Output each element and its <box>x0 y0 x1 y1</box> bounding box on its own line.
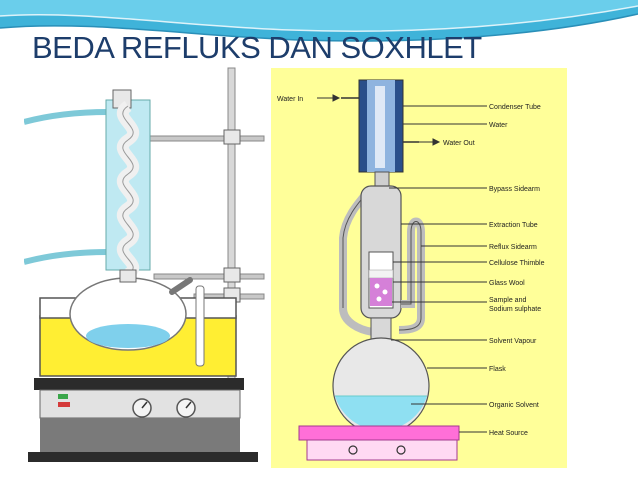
slide-title: BEDA REFLUKS DAN SOXHLET <box>32 30 482 65</box>
label-sample-line2: Sodium sulphate <box>489 306 541 313</box>
sample-sodium-sulphate <box>370 278 392 306</box>
label-cellulose-thimble: Cellulose Thimble <box>489 260 545 267</box>
label-heat-source: Heat Source <box>489 430 528 437</box>
header-wave-decoration <box>0 0 638 42</box>
label-condenser-tube: Condenser Tube <box>489 104 541 111</box>
label-sample-line1: Sample and <box>489 297 526 304</box>
label-solvent-vapour: Solvent Vapour <box>489 338 537 345</box>
label-glass-wool: Glass Wool <box>489 280 525 287</box>
label-water: Water <box>489 122 508 129</box>
label-extraction-tube: Extraction Tube <box>489 222 538 229</box>
glass-wool <box>368 269 394 279</box>
label-bypass-sidearm: Bypass Sidearm <box>489 186 540 193</box>
water-tube-upper <box>24 109 109 125</box>
water-tube-lower <box>24 249 109 265</box>
soxhlet-apparatus-figure: Water In Water Out Condenser Tube Water … <box>271 68 567 468</box>
label-reflux-sidearm: Reflux Sidearm <box>489 244 537 251</box>
thermometer-icon <box>195 285 205 367</box>
heat-source <box>298 425 460 441</box>
label-water-out: Water Out <box>443 140 475 147</box>
reflux-apparatus-figure <box>24 67 265 462</box>
label-flask: Flask <box>489 366 506 373</box>
label-water-in: Water In <box>277 96 303 103</box>
hot-plate-icon <box>34 378 244 390</box>
organic-solvent <box>335 396 427 431</box>
label-organic-solvent: Organic Solvent <box>489 402 539 409</box>
clamp-upper <box>143 135 265 142</box>
clamp-middle <box>153 273 265 280</box>
